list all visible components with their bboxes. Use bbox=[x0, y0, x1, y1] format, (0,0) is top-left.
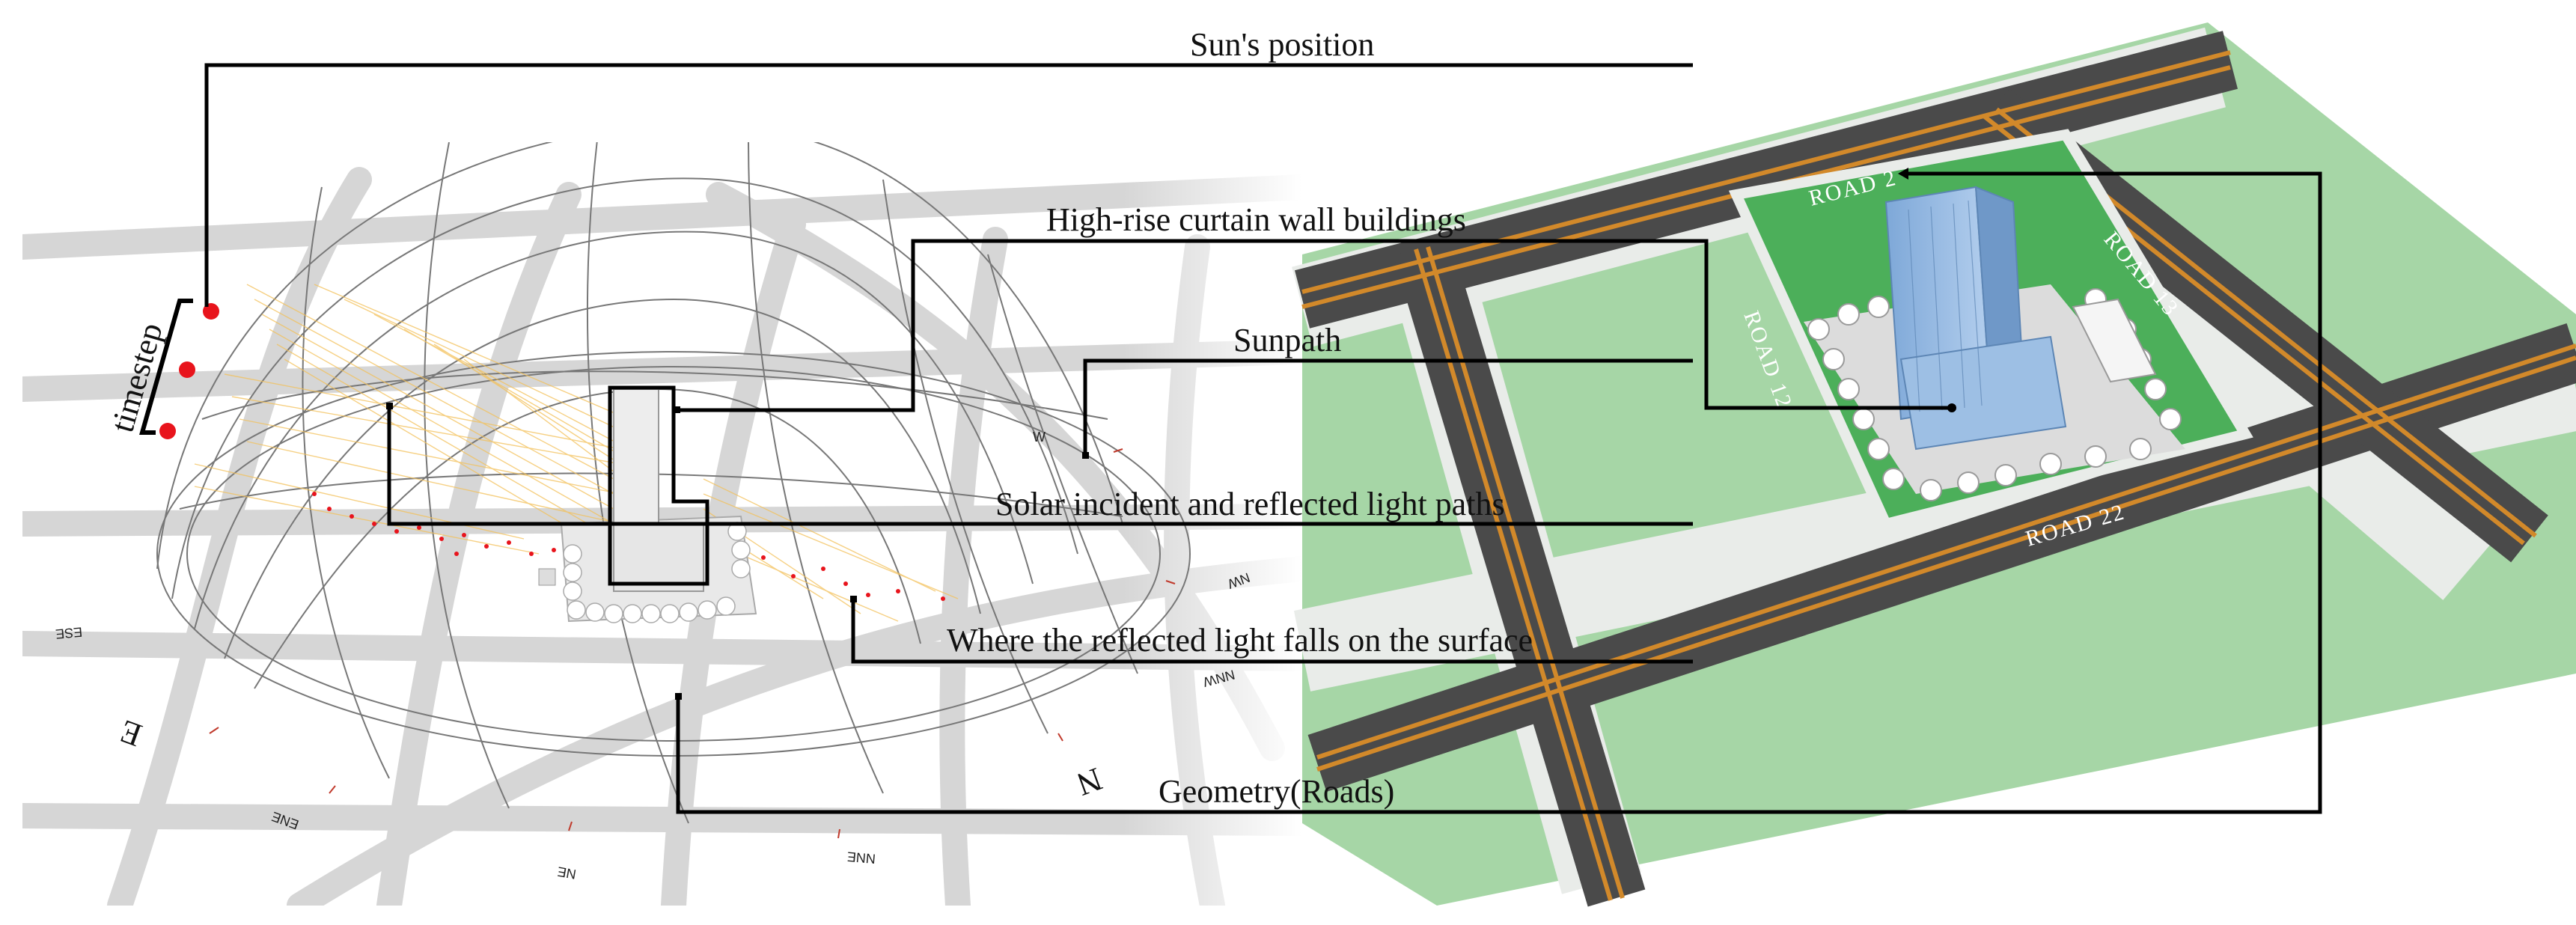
compass-ese: ESE bbox=[55, 624, 83, 641]
label-geometry: Geometry(Roads) bbox=[1159, 773, 1394, 810]
sun-position-2 bbox=[179, 361, 195, 378]
label-curtain-wall: High-rise curtain wall buildings bbox=[1046, 201, 1466, 238]
compass-w: W bbox=[1033, 430, 1046, 445]
label-reflected-fall: Where the reflected light falls on the s… bbox=[947, 622, 1533, 659]
label-sunpath: Sunpath bbox=[1233, 322, 1341, 358]
reflected-hit-points bbox=[312, 492, 945, 601]
callout-anchors bbox=[386, 168, 1956, 700]
curtain-wall-outline bbox=[608, 385, 709, 586]
sun-positions bbox=[159, 303, 219, 439]
leader-light-paths bbox=[387, 406, 1693, 526]
compass-n: N bbox=[1072, 760, 1107, 803]
leader-sun-position bbox=[204, 63, 1693, 307]
compass-nne: NNE bbox=[846, 849, 876, 866]
label-light-paths: Solar incident and reflected light paths bbox=[995, 486, 1505, 522]
solar-rays bbox=[194, 284, 959, 622]
leader-geometry bbox=[676, 171, 2322, 814]
label-sun-position: Sun's position bbox=[1190, 26, 1374, 63]
compass-ne: NE bbox=[556, 864, 577, 882]
compass-e: E bbox=[115, 712, 147, 754]
sun-position-1 bbox=[203, 303, 219, 320]
leader-sunpath bbox=[1083, 358, 1693, 457]
right-site-panel: ROAD 2 ROAD 13 ROAD 12 ROAD 22 bbox=[1292, 22, 2576, 907]
timestep-bracket bbox=[139, 299, 193, 435]
white-block bbox=[2072, 298, 2157, 383]
leader-reflected-fall bbox=[851, 599, 1693, 664]
callout-labels: Sun's position High-rise curtain wall bu… bbox=[947, 26, 1533, 810]
leader-curtain-wall bbox=[677, 239, 1952, 412]
callout-lines bbox=[204, 63, 2322, 814]
sun-position-3 bbox=[159, 423, 176, 439]
curtain-wall-tower bbox=[1884, 186, 2067, 451]
compass-ring bbox=[209, 448, 1176, 839]
